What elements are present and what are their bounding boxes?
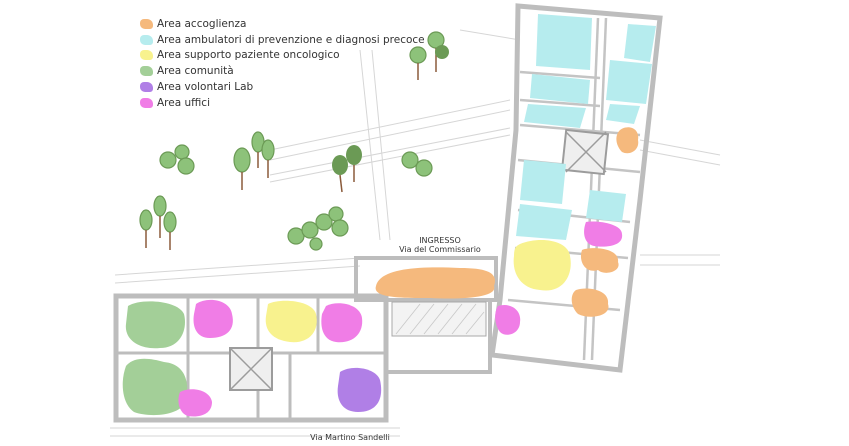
- area-comunita[interactable]: [122, 301, 188, 416]
- tree-cluster-top: [409, 31, 449, 80]
- green-swatch-icon: [140, 66, 153, 77]
- tree-cluster-mid: [233, 131, 275, 190]
- entrance-label: INGRESSO Via del Commissario: [390, 236, 490, 254]
- legend-label: Area ambulatori di prevenzione e diagnos…: [157, 33, 425, 46]
- legend-label: Area comunità: [157, 65, 234, 78]
- legend-item-ambulatori: Area ambulatori di prevenzione e diagnos…: [140, 32, 425, 48]
- legend-label: Area accoglienza: [157, 17, 247, 30]
- central-hatched-hall: [391, 301, 487, 337]
- legend-item-supporto: Area supporto paziente oncologico: [140, 48, 425, 64]
- tree-bush-lower-center: [287, 206, 349, 251]
- stairwell-right-cross: [565, 131, 607, 173]
- right-wing-walls: [489, 3, 663, 373]
- area-supporto-oncologico[interactable]: [265, 240, 571, 343]
- street-lines: [110, 427, 400, 437]
- garden-paths: [114, 29, 721, 284]
- tree-cluster-bush-left: [159, 144, 195, 175]
- legend-item-volontari: Area volontari Lab: [140, 79, 425, 95]
- map-legend: Area accoglienza Area ambulatori di prev…: [140, 16, 425, 111]
- tree-cluster-dark: [332, 145, 362, 193]
- stairwell-left-cross: [229, 347, 273, 391]
- central-block-walls: [354, 256, 498, 374]
- purple-swatch-icon: [140, 82, 153, 93]
- legend-label: Area volontari Lab: [157, 81, 254, 94]
- legend-item-comunita: Area comunità: [140, 63, 425, 79]
- area-volontari-lab[interactable]: [337, 367, 382, 412]
- entrance-street: Via del Commissario: [399, 245, 481, 254]
- area-ambulatori[interactable]: [516, 14, 656, 240]
- bottom-street-label: Via Martino Sandelli: [310, 433, 390, 442]
- entrance-title: INGRESSO: [419, 236, 461, 245]
- legend-label: Area uffici: [157, 96, 210, 109]
- cyan-swatch-icon: [140, 34, 153, 45]
- trees: [139, 31, 449, 251]
- area-uffici[interactable]: [178, 221, 623, 417]
- legend-label: Area supporto paziente oncologico: [157, 49, 340, 62]
- tree-bush-right: [401, 151, 433, 177]
- orange-swatch-icon: [140, 18, 153, 29]
- pink-swatch-icon: [140, 97, 153, 108]
- tree-cluster-lower-left: [139, 195, 177, 250]
- legend-item-uffici: Area uffici: [140, 95, 425, 111]
- yellow-swatch-icon: [140, 50, 153, 61]
- legend-item-accoglienza: Area accoglienza: [140, 16, 425, 32]
- central-hatch-lines: [395, 303, 485, 335]
- area-accoglienza[interactable]: [375, 127, 639, 317]
